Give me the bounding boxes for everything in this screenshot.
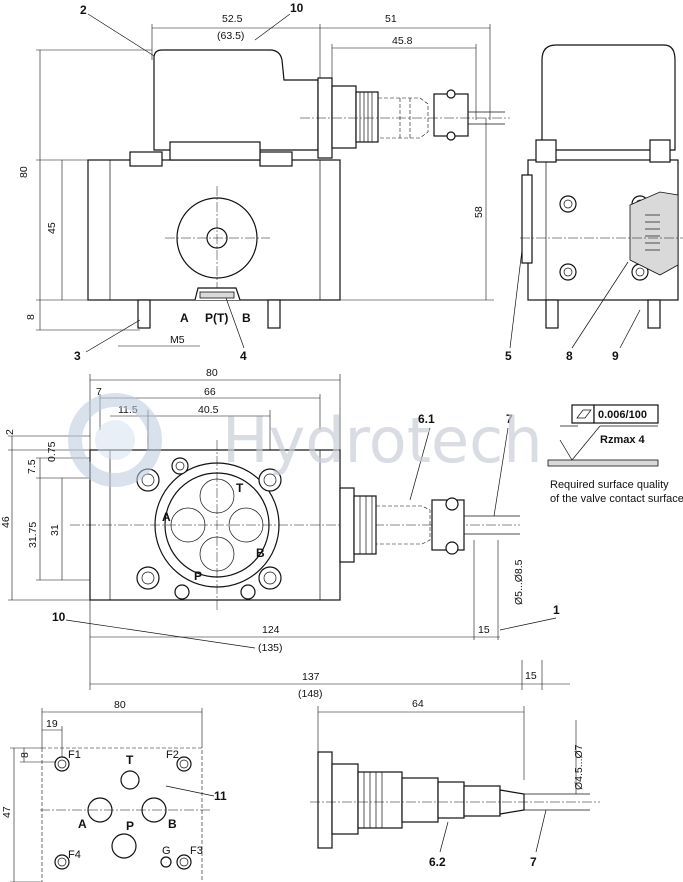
dim-h31-75: 31.75: [27, 522, 39, 548]
callout-8: 8: [566, 349, 573, 363]
dim-width-a: 52.5: [222, 13, 243, 25]
dim-conn-len64: 64: [412, 698, 424, 710]
port-p-plan: P: [194, 569, 202, 583]
dim-height-total: 80: [18, 166, 30, 178]
surface-note-line1: Required surface quality: [550, 479, 669, 491]
dim-len15: 15: [478, 624, 490, 636]
callout-3: 3: [74, 349, 81, 363]
side-view: 5 8 9: [505, 44, 683, 363]
callout-7-detail: 7: [530, 855, 537, 869]
cable-gland: [433, 93, 469, 137]
port-a-front: A: [180, 311, 189, 325]
callout-4: 4: [240, 349, 247, 363]
dim-h7-5: 7.5: [26, 459, 38, 474]
watermark-brand: Hydrotech: [222, 404, 543, 477]
flatness-value: 0.006/100: [598, 409, 647, 421]
callout-5: 5: [505, 349, 512, 363]
callout-1: 1: [553, 603, 560, 617]
dim-cable-dia-plan: Ø5...Ø8.5: [513, 559, 525, 605]
fixing-f2: F2: [166, 749, 179, 761]
surface-note-line2: of the valve contact surface: [550, 493, 683, 505]
callout-6-2: 6.2: [429, 855, 446, 869]
dim-h31: 31: [49, 524, 61, 536]
callout-10-top: 10: [290, 1, 304, 15]
mounting-pin-right: [267, 299, 281, 329]
fixing-f3: F3: [190, 845, 203, 857]
dim-pattern-w80: 80: [114, 699, 126, 711]
pattern-port-a: A: [78, 817, 87, 831]
dim-w7: 7: [96, 386, 102, 398]
pattern-port-g: G: [162, 845, 171, 857]
dim-len124: 124: [262, 624, 280, 636]
pattern-port-b: B: [168, 817, 177, 831]
dim-pattern-h47: 47: [1, 806, 13, 818]
fixing-f4: F4: [68, 849, 81, 861]
dim-height-body: 45: [46, 222, 58, 234]
dim-len137: 137: [302, 671, 320, 683]
pattern-port-p: P: [126, 819, 134, 833]
dim-h46: 46: [0, 516, 12, 528]
callout-11: 11: [214, 789, 227, 803]
dim-len15b: 15: [525, 670, 537, 682]
callout-2: 2: [80, 3, 87, 17]
port-a-plan: A: [162, 510, 171, 524]
port-b-plan: B: [256, 546, 265, 560]
callout-9: 9: [612, 349, 619, 363]
port-b-front: B: [242, 311, 251, 325]
dim-total-w: 80: [206, 367, 218, 379]
dim-thread: M5: [170, 334, 185, 346]
dim-pattern-w19: 19: [46, 718, 58, 730]
solenoid-coil: [153, 49, 319, 151]
callout-10-plan: 10: [52, 610, 66, 624]
dim-h0-75: 0.75: [46, 441, 58, 462]
fixing-f1: F1: [68, 749, 81, 761]
dim-height-pin: 8: [25, 314, 37, 320]
dim-conn-height: 58: [473, 206, 485, 218]
surface-quality: 0.006/100 Rzmax 4 Required surface quali…: [547, 404, 683, 505]
front-view: 80 45 8 52.5 (63.5) 51 45.8 2 10: [18, 1, 510, 363]
dim-width-a-alt: (63.5): [217, 30, 244, 42]
dim-len124-alt: (135): [258, 642, 283, 654]
dim-w66: 66: [204, 386, 216, 398]
port-pattern: 80 19 8 47 T A P B G F1 F2 F3 F4 11: [1, 699, 227, 882]
callout-7-plan: 7: [506, 412, 513, 426]
dim-conn-cable-dia: Ø4.5...Ø7: [573, 744, 585, 790]
roughness-value: Rzmax 4: [600, 434, 646, 446]
dim-len137-alt: (148): [298, 688, 323, 700]
callout-6-1: 6.1: [418, 412, 435, 426]
port-t-plan: T: [236, 481, 244, 495]
connector-detail: 64 Ø4.5...Ø7 6.2 7: [310, 698, 600, 869]
dim-connector-len: 51: [385, 13, 397, 25]
dim-connector-len2: 45.8: [392, 35, 413, 47]
port-pt-front: P(T): [205, 311, 228, 325]
pattern-port-t: T: [126, 753, 134, 767]
watermark: Hydrotech: [68, 393, 543, 487]
dim-w40-5: 40.5: [198, 404, 219, 416]
dim-pattern-h8: 8: [19, 752, 31, 758]
mounting-pin-left: [137, 299, 151, 329]
dim-h2: 2: [4, 429, 16, 435]
